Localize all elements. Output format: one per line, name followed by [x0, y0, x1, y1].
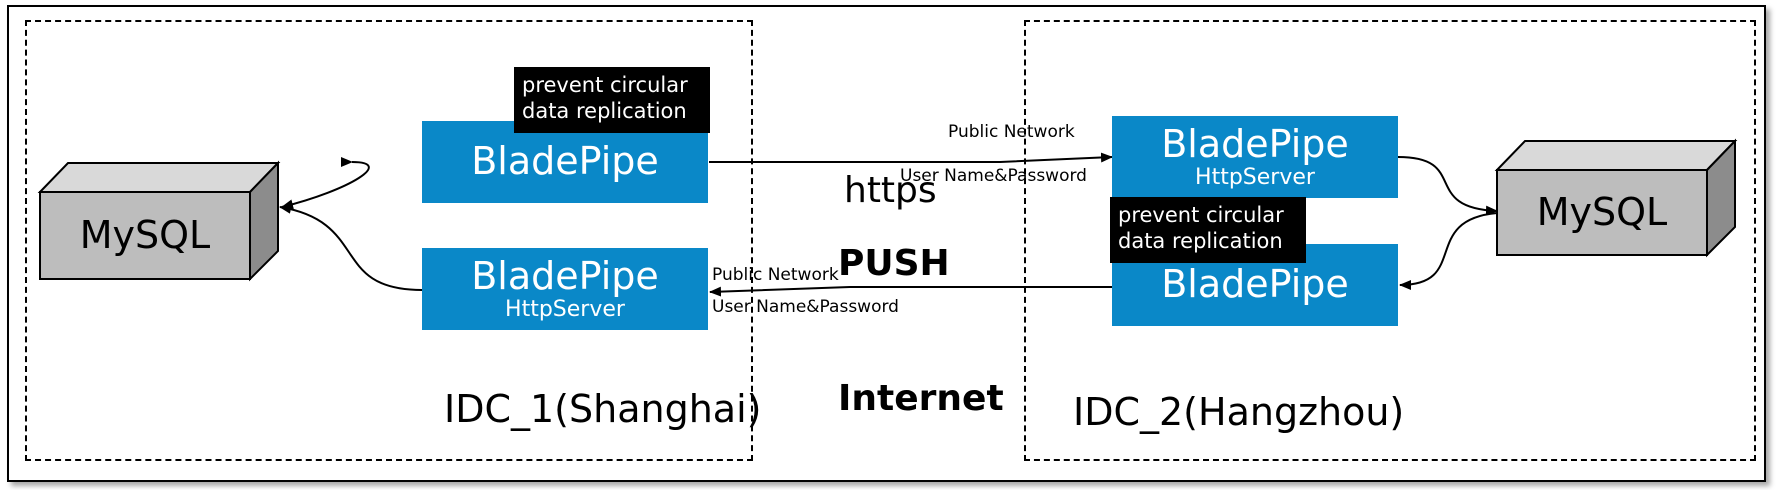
zone-idc1-title: IDC_1(Shanghai) [444, 387, 762, 431]
connector-right-db-to-bladepipe [1399, 212, 1498, 290]
left-mysql-front [39, 191, 251, 280]
diagram-frame [7, 5, 1766, 482]
right-mysql-label: MySQL [1537, 190, 1667, 234]
right-mysql-front [1496, 169, 1708, 256]
top-protocol-label: https [844, 170, 937, 211]
left-httpserver-node: BladePipe HttpServer [422, 248, 708, 330]
internet-label: Internet [838, 378, 1004, 419]
connector-top-cross [709, 152, 1113, 163]
top-network-label: Public Network [948, 122, 1075, 142]
left-bladepipe-label: BladePipe [471, 139, 659, 184]
right-bladepipe-label: BladePipe [1161, 262, 1349, 307]
right-httpserver-node: BladePipe HttpServer [1112, 116, 1398, 198]
connector-left-db-to-bladepipe [281, 156, 370, 210]
left-note-line-1: prevent circular [522, 73, 688, 97]
zone-idc1 [25, 20, 753, 461]
left-mysql-db: MySQL [37, 160, 281, 282]
right-note-line-1: prevent circular [1118, 203, 1284, 227]
connector-left-httpserver-to-db [279, 203, 423, 291]
left-mysql-label: MySQL [80, 213, 210, 257]
right-httpserver-sub-label: HttpServer [1195, 165, 1315, 191]
connector-right-httpserver-to-db [1397, 156, 1498, 216]
left-httpserver-main-label: BladePipe [471, 253, 659, 298]
left-bladepipe-node: BladePipe [422, 121, 708, 203]
right-httpserver-main-label: BladePipe [1161, 121, 1349, 166]
zone-idc2 [1024, 20, 1756, 461]
left-mysql-top [37, 162, 281, 193]
top-auth-label: User Name&Password [900, 166, 1087, 186]
left-httpserver-sub-label: HttpServer [505, 297, 625, 323]
left-note-line-2: data replication [522, 99, 687, 123]
bottom-auth-label: User Name&Password [712, 297, 899, 317]
bottom-network-label: Public Network [712, 265, 839, 285]
connector-bottom-cross [709, 286, 1112, 297]
left-circular-note: prevent circular data replication [514, 67, 710, 133]
right-note-line-2: data replication [1118, 229, 1283, 253]
right-mysql-top [1494, 140, 1738, 171]
bottom-protocol-label: PUSH [838, 243, 950, 284]
right-mysql-db: MySQL [1494, 138, 1738, 258]
zone-idc2-title: IDC_2(Hangzhou) [1073, 390, 1405, 434]
right-circular-note: prevent circular data replication [1110, 197, 1306, 263]
